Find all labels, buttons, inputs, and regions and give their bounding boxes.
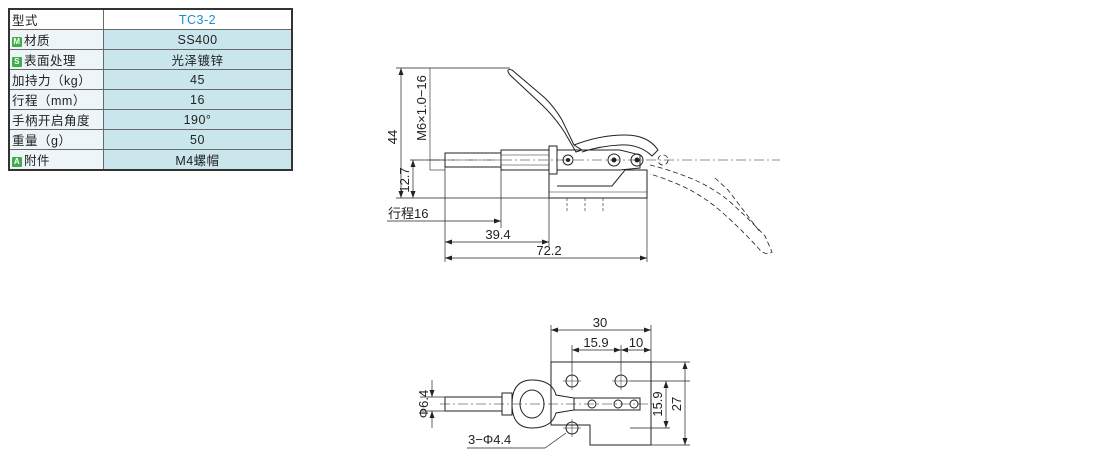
spec-label-stroke: 行程（mm） bbox=[8, 89, 104, 110]
dim-39-4-label: 39.4 bbox=[485, 227, 510, 242]
dim-30-label: 30 bbox=[593, 315, 607, 330]
dim-27-label: 27 bbox=[669, 397, 684, 411]
handle-closed bbox=[507, 69, 584, 153]
spec-row-weight: 重量（g） 50 bbox=[8, 129, 293, 150]
top-view-dimensions bbox=[420, 325, 690, 449]
spec-label-model: 型式 bbox=[8, 8, 104, 30]
side-view-dimensions bbox=[387, 67, 648, 262]
dim-15-9-side-label: 15.9 bbox=[650, 391, 665, 416]
dim-stroke-label: 行程16 bbox=[388, 206, 428, 221]
spec-label-angle: 手柄开启角度 bbox=[8, 109, 104, 130]
spec-label-force: 加持力（kg） bbox=[8, 69, 104, 90]
dim-44-label: 44 bbox=[385, 130, 400, 144]
dim-holes-label: 3−Φ4.4 bbox=[468, 432, 511, 447]
spec-label-weight: 重量（g） bbox=[8, 129, 104, 150]
dim-phi64-label: Φ6.4 bbox=[416, 390, 431, 418]
spec-value-model: TC3-2 bbox=[103, 8, 293, 30]
material-badge-icon: M bbox=[12, 37, 22, 47]
handle-open-phantom bbox=[649, 154, 773, 254]
spec-label-surface: 表面处理 bbox=[24, 54, 77, 68]
spec-value-accessory: M4螺帽 bbox=[103, 149, 293, 171]
linkage bbox=[557, 149, 641, 171]
spec-row-angle: 手柄开启角度 190° bbox=[8, 109, 293, 130]
hole-leader-line bbox=[544, 432, 567, 449]
surface-badge-icon: S bbox=[12, 57, 22, 67]
accessory-badge-icon: A bbox=[12, 157, 22, 167]
spec-row-stroke: 行程（mm） 16 bbox=[8, 89, 293, 110]
spec-value-weight: 50 bbox=[103, 129, 293, 150]
dim-10-label: 10 bbox=[629, 335, 643, 350]
base-plate bbox=[550, 361, 652, 446]
side-view bbox=[430, 69, 780, 254]
spec-row-force: 加持力（kg） 45 bbox=[8, 69, 293, 90]
dim-thread-label: M6×1.0−16 bbox=[414, 75, 429, 141]
spec-row-model: 型式 TC3-2 bbox=[8, 8, 293, 30]
spec-value-angle: 190° bbox=[103, 109, 293, 130]
spec-value-force: 45 bbox=[103, 69, 293, 90]
dim-12-7-label: 12.7 bbox=[397, 167, 412, 192]
spec-value-material: SS400 bbox=[103, 29, 293, 50]
base-body bbox=[548, 169, 648, 199]
spec-label-material: 材质 bbox=[24, 34, 51, 48]
spec-value-surface: 光泽镀锌 bbox=[103, 49, 293, 70]
dim-15-9-top-label: 15.9 bbox=[583, 335, 608, 350]
handle-arm bbox=[573, 134, 659, 157]
spec-value-stroke: 16 bbox=[103, 89, 293, 110]
spec-label-accessory: 附件 bbox=[24, 154, 51, 168]
dim-72-2-label: 72.2 bbox=[536, 243, 561, 258]
